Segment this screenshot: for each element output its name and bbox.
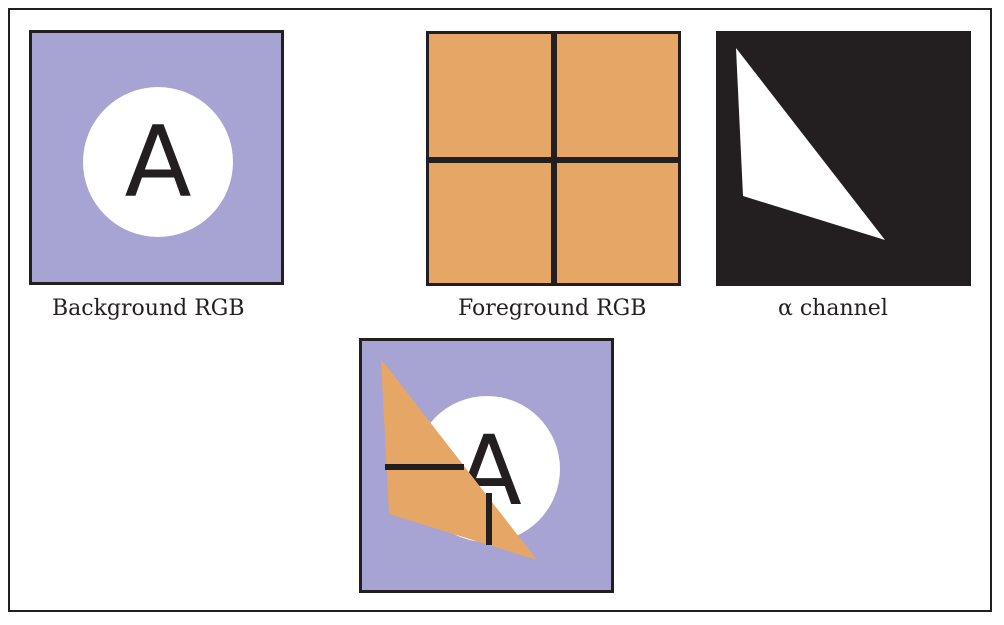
alpha-channel-image: [736, 48, 885, 240]
composite-orange-triangle: [381, 359, 537, 560]
composite-image: A: [381, 359, 560, 560]
foreground-rgb-image: [429, 34, 678, 283]
alpha-channel-caption: α channel: [778, 296, 888, 321]
white-circle: [83, 87, 233, 237]
alpha-triangle: [736, 48, 885, 240]
alpha-channel-panel: [716, 31, 971, 286]
background-rgb-image: A: [83, 87, 233, 237]
composite-horizontal-divider: [385, 464, 464, 470]
background-letter: A: [124, 106, 191, 220]
foreground-rgb-panel: [426, 31, 681, 286]
background-rgb-caption: Background RGB: [52, 296, 245, 321]
background-rgb-panel: A: [29, 30, 284, 285]
foreground-rgb-caption: Foreground RGB: [458, 296, 647, 321]
composite-panel: A: [359, 338, 614, 593]
composite-vertical-divider: [486, 493, 492, 545]
horizontal-divider: [429, 157, 678, 163]
